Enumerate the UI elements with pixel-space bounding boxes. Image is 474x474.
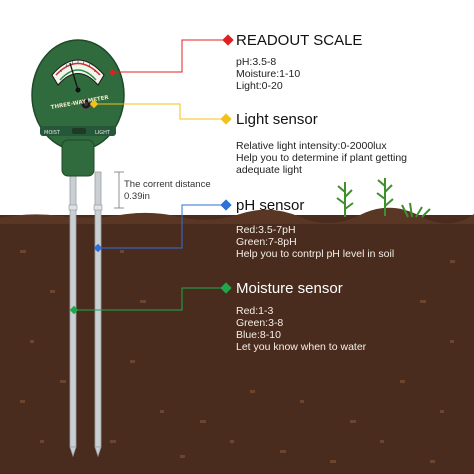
dial-ticks: [59, 60, 97, 73]
ph-line-green: Green:7-8pH: [236, 236, 297, 248]
grass-sprouts: [336, 178, 431, 218]
distance-label: The corrent distance: [124, 179, 211, 190]
moisture-sensor-title: Moisture sensor: [236, 280, 343, 297]
ph-dot-marker: [93, 243, 103, 253]
ph-line-help: Help you to contrpl pH level in soil: [236, 248, 395, 260]
callout-leaders: [74, 39, 228, 311]
readout-scale-title: READOUT SCALE: [236, 32, 363, 49]
readout-scale-details: pH:3.5-8 Moisture:1-10 Light:0-20: [236, 56, 300, 92]
moisture-line-red: Red:1-3: [236, 305, 274, 317]
readout-line-light: Light:0-20: [236, 80, 283, 92]
distance-bracket: [114, 171, 124, 209]
grass-sprout-3: [401, 202, 431, 218]
leader-ph: [98, 204, 226, 249]
light-line-determine: Help you to determine if plant getting: [236, 152, 408, 164]
ph-line-red: Red:3.5-7pH: [236, 224, 296, 236]
light-dot-marker: [89, 99, 99, 109]
moisture-line-blue: Blue:8-10: [236, 329, 281, 341]
leader-readout: [112, 39, 228, 73]
mode-switch: [72, 128, 86, 134]
dial-window: [51, 59, 105, 93]
ph-sensor-details: Red:3.5-7pH Green:7-8pH Help you to cont…: [236, 224, 394, 260]
leader-moisture: [74, 287, 226, 311]
ph-sensor-title: pH sensor: [236, 197, 305, 214]
mode-label-moist: MOIST: [44, 130, 61, 136]
distance-value: 0.39in: [124, 191, 150, 202]
soil-grains: [20, 250, 455, 463]
grass-sprout-1: [336, 182, 354, 217]
moisture-diamond-marker: [220, 282, 232, 294]
moisture-line-green: Green:3-8: [236, 317, 284, 329]
ph-diamond-marker: [220, 199, 232, 211]
distance-annotation: The corrent distance 0.39in: [124, 179, 211, 203]
light-line-intensity: Relative light intensity:0-2000lux: [236, 140, 387, 152]
soil-layer: [0, 207, 474, 474]
meter-body: MOIST LIGHT: [31, 39, 125, 177]
readout-line-ph: pH:3.5-8: [236, 56, 277, 68]
light-sensor-title: Light sensor: [236, 111, 318, 128]
light-sensor-details: Relative light intensity:0-2000lux Help …: [236, 140, 407, 176]
soil-top-edge: [0, 207, 474, 224]
mode-label-light: LIGHT: [95, 130, 111, 136]
readout-diamond-marker: [222, 34, 234, 46]
dial-needle: [69, 62, 79, 91]
moisture-sensor-details: Red:1-3 Green:3-8 Blue:8-10 Let you know…: [236, 305, 366, 353]
grass-sprout-2: [376, 178, 394, 216]
soil-body: [0, 215, 474, 474]
leader-light: [94, 103, 226, 120]
moisture-line-water: Let you know when to water: [236, 341, 367, 353]
moisture-dot-marker: [69, 305, 79, 315]
readout-line-moisture: Moisture:1-10: [236, 68, 301, 80]
readout-dot-marker: [108, 68, 117, 77]
light-diamond-marker: [220, 113, 232, 125]
light-line-adequate: adequate light: [236, 164, 302, 176]
